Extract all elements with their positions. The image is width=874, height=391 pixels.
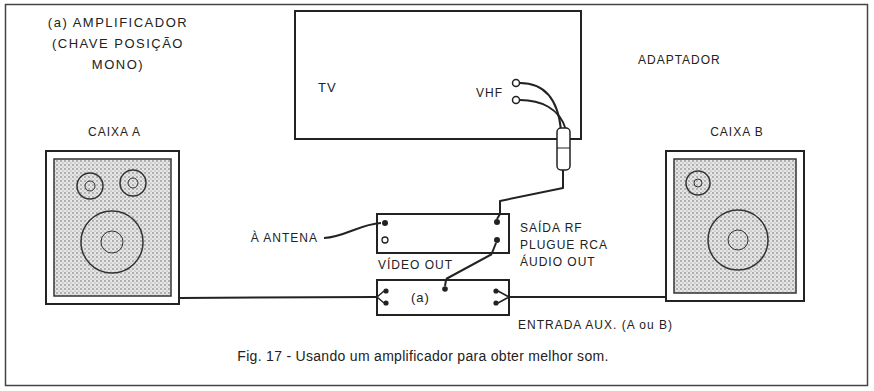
twin-lead-wire xyxy=(520,83,561,130)
aux-input-terminal xyxy=(442,286,448,292)
tweeter-symbol xyxy=(686,171,710,195)
speaker-box: CAIXA A xyxy=(45,150,180,305)
figure-caption: Fig. 17 - Usando um amplificador para ob… xyxy=(0,347,846,365)
balun-adapter xyxy=(557,148,570,149)
speaker-label: CAIXA B xyxy=(667,125,807,140)
video-out-terminal xyxy=(382,237,388,243)
speaker-label: CAIXA A xyxy=(47,125,182,140)
tv-set: TV VHF xyxy=(294,10,582,140)
tweeter-symbol xyxy=(694,179,702,187)
signal-cable xyxy=(180,297,376,298)
speaker-box: CAIXA B xyxy=(665,150,805,302)
speaker-terminal xyxy=(383,288,388,293)
woofer-symbol xyxy=(728,230,748,250)
note-label: (a) AMPLIFICADOR (CHAVE POSIÇÃO MONO) xyxy=(28,12,208,75)
speaker-grille xyxy=(54,159,171,296)
rf-out-terminal xyxy=(494,219,500,225)
vhf-terminal xyxy=(513,97,520,104)
terminal-label: VHF xyxy=(476,86,503,101)
wire-stub xyxy=(377,291,384,303)
twin-lead-wire xyxy=(520,100,566,130)
woofer-symbol xyxy=(81,211,143,273)
balun-adapter xyxy=(557,128,570,170)
terminal-label: VÍDEO OUT xyxy=(378,258,453,273)
tweeter-symbol xyxy=(85,181,95,191)
callout-letter: (a) xyxy=(411,290,430,305)
speaker-terminal xyxy=(383,300,388,305)
terminal-label: ÁUDIO OUT xyxy=(520,255,596,270)
converter-box: VÍDEO OUT xyxy=(376,213,510,254)
vhf-terminal xyxy=(513,80,520,87)
terminal-label: PLUGUE RCA xyxy=(520,238,608,253)
antenna-terminal xyxy=(382,220,388,226)
woofer-symbol xyxy=(708,210,768,270)
device-name: TV xyxy=(318,80,337,95)
antenna-wire xyxy=(324,223,381,238)
woofer-symbol xyxy=(101,231,123,253)
wire-stub xyxy=(498,291,509,303)
wire-stub xyxy=(492,243,496,253)
figure-frame xyxy=(6,5,868,386)
terminal-label: SAÍDA RF xyxy=(520,221,583,236)
tweeter-symbol xyxy=(120,170,146,196)
terminal-label: ENTRADA AUX. (A ou B) xyxy=(518,318,673,333)
signal-cable xyxy=(510,296,665,298)
signal-cable xyxy=(500,140,563,213)
amplifier-box: (a) xyxy=(376,279,510,316)
tweeter-symbol xyxy=(128,178,138,188)
speaker-grille xyxy=(674,159,796,293)
connection-label: À ANTENA xyxy=(251,231,318,246)
speaker-terminal xyxy=(493,288,498,293)
tweeter-symbol xyxy=(77,173,103,199)
speaker-terminal xyxy=(493,300,498,305)
rca-audio-terminal xyxy=(494,237,500,243)
part-label: ADAPTADOR xyxy=(638,53,721,68)
